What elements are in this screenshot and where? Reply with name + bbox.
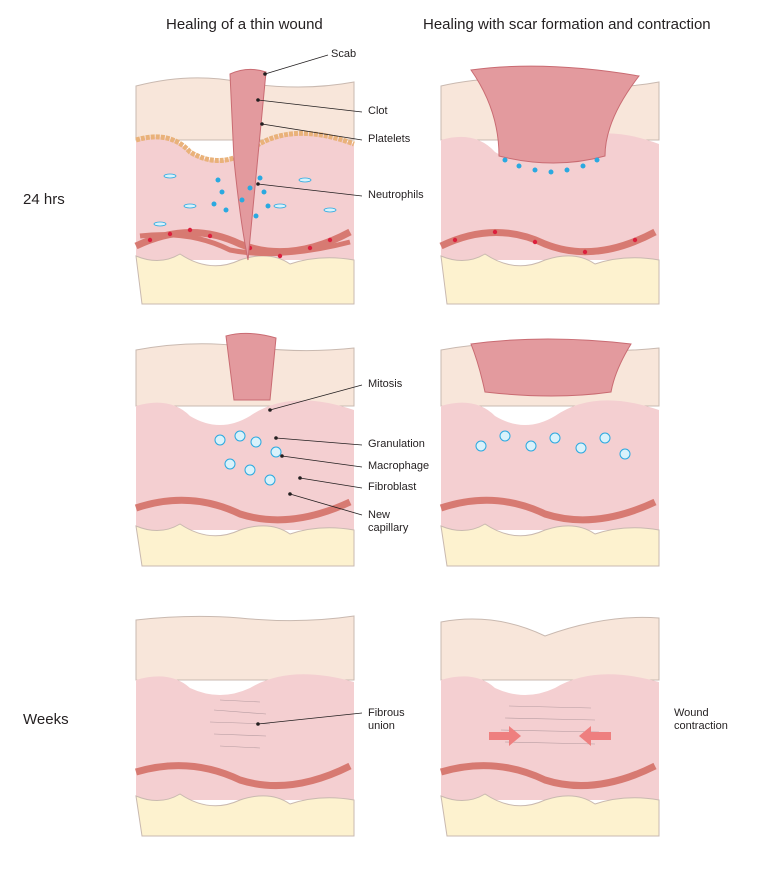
panel-thin-wound-weeks xyxy=(135,615,355,837)
label-wound-contraction-line1: Wound xyxy=(674,707,709,719)
label-new-capillary-line2: capillary xyxy=(368,522,409,534)
label-wound-contraction-line2: contraction xyxy=(674,720,728,732)
contraction-arrow-right-icon xyxy=(579,726,611,746)
label-platelets: Platelets xyxy=(368,133,411,145)
panel-scar-24hrs xyxy=(439,65,660,305)
label-fibrous-union: Fibrous union xyxy=(368,707,405,733)
label-new-capillary-line1: New xyxy=(368,509,391,521)
label-fibroblast: Fibroblast xyxy=(368,481,417,493)
label-mitosis: Mitosis xyxy=(368,378,403,390)
panel-thin-wound-24hrs xyxy=(134,68,355,305)
label-scab: Scab xyxy=(331,48,357,60)
right-column-title: Healing with scar formation and contract… xyxy=(423,16,711,33)
panel-thin-wound-days xyxy=(134,332,355,567)
left-column-title: Healing of a thin wound xyxy=(166,16,323,33)
row-label-24hrs: 24 hrs xyxy=(23,191,65,208)
label-wound-contraction: Wound contraction xyxy=(674,707,728,733)
contraction-arrow-left-icon xyxy=(489,726,521,746)
label-new-capillary: New capillary xyxy=(368,509,408,535)
label-neutrophils: Neutrophils xyxy=(368,189,424,201)
panel-scar-weeks xyxy=(440,616,660,837)
label-granulation: Granulation xyxy=(368,438,425,450)
panel-scar-days xyxy=(439,338,660,567)
label-fibrous-union-line1: Fibrous xyxy=(368,707,405,719)
label-fibrous-union-line2: union xyxy=(368,720,395,732)
row-label-weeks: Weeks xyxy=(23,711,69,728)
label-clot: Clot xyxy=(368,105,388,117)
label-macrophage: Macrophage xyxy=(368,460,430,472)
